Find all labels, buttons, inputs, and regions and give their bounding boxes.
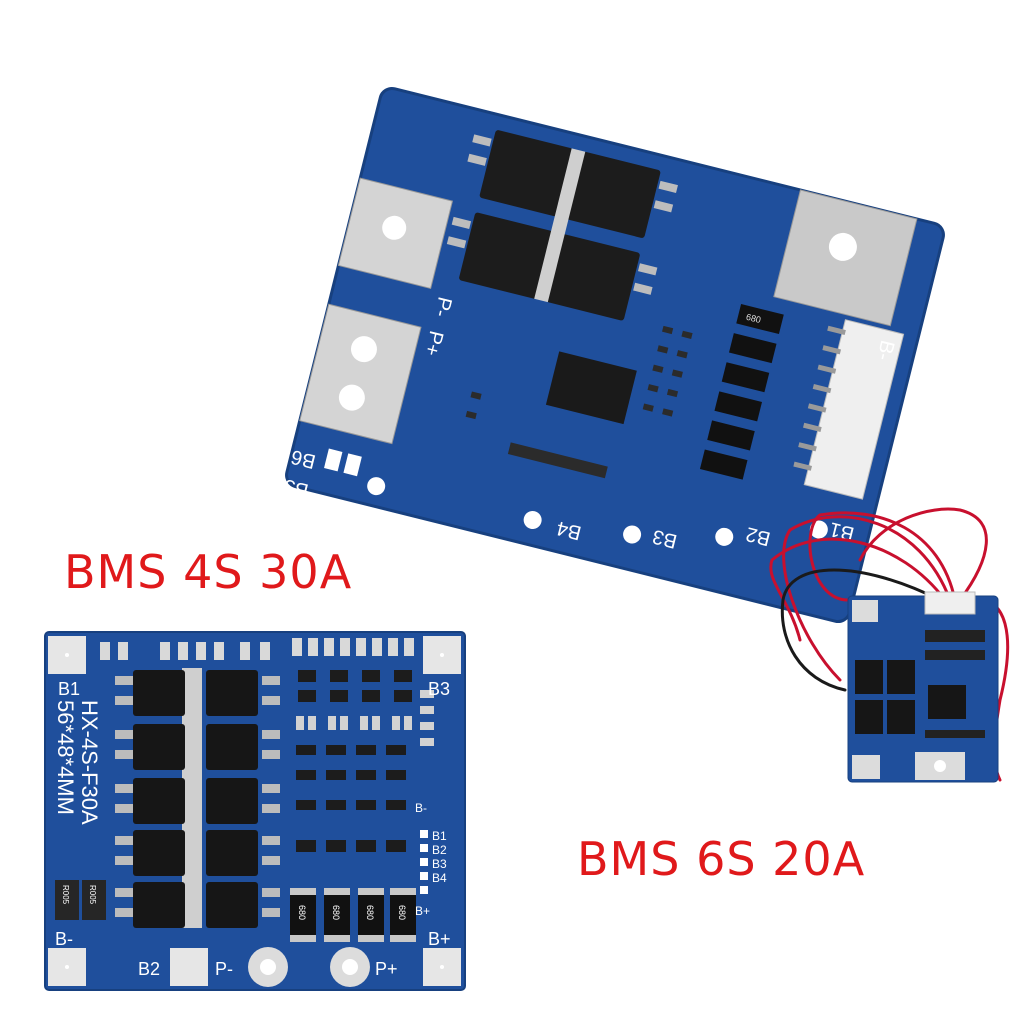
conn-pin-b-plus: B+: [415, 904, 430, 918]
label-bms-6s-20a: BMS 6S 20A: [577, 832, 866, 886]
shunt-code-1: R005: [61, 885, 70, 905]
pad-label-p-minus: P-: [215, 959, 233, 979]
conn-pin-b3: B3: [432, 857, 447, 871]
model-dimensions: 56*48*4MM: [53, 700, 78, 815]
label-bms-4s-30a: BMS 4S 30A: [64, 545, 353, 599]
model-code: HX-4S-F30A: [77, 700, 102, 825]
resistor-code-3: 680: [365, 905, 375, 920]
conn-pin-b2: B2: [432, 843, 447, 857]
resistor-code-2: 680: [331, 905, 341, 920]
pad-label-b2: B2: [138, 959, 160, 979]
pad-label-b3: B3: [428, 679, 450, 699]
pad-label-b-plus: B+: [428, 929, 451, 949]
conn-pin-b4: B4: [432, 871, 447, 885]
shunt-code-2: R005: [88, 885, 97, 905]
resistor-code-4: 680: [397, 905, 407, 920]
resistor-code: 680: [745, 312, 762, 325]
pad-label-b1: B1: [58, 679, 80, 699]
conn-pin-b-minus: B-: [415, 801, 427, 815]
pad-label-p-plus: P+: [375, 959, 398, 979]
resistor-code-1: 680: [297, 905, 307, 920]
pad-label-b-minus: B-: [55, 929, 73, 949]
conn-pin-b1: B1: [432, 829, 447, 843]
